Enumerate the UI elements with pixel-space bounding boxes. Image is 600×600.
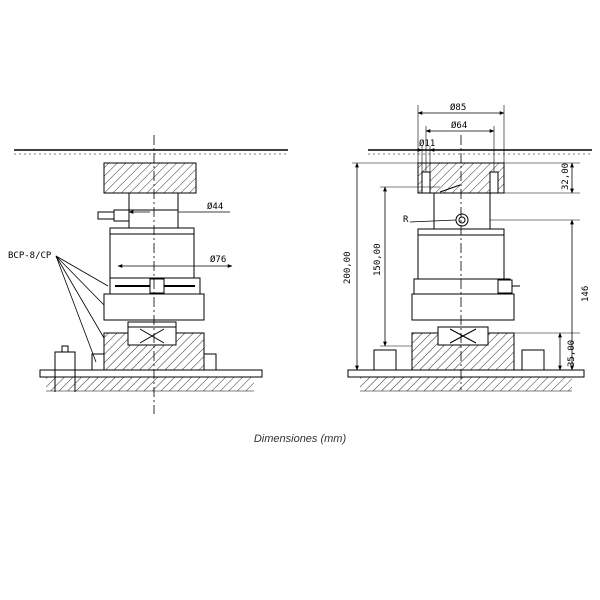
left-upper-neck xyxy=(128,209,179,229)
caption: Dimensiones (mm) xyxy=(253,433,347,445)
left-load-button xyxy=(128,192,179,211)
left-top-plate xyxy=(103,162,197,194)
dim-146-label: 146 xyxy=(581,286,591,302)
dim-44-label: Ø44 xyxy=(207,201,223,212)
left-ground-plate xyxy=(39,369,263,378)
right-ground-plate xyxy=(347,369,585,378)
right-view xyxy=(347,105,592,392)
right-clamp-ring xyxy=(413,278,511,295)
radius-label: R xyxy=(403,215,409,225)
left-view xyxy=(14,135,288,414)
dim-76-label: Ø76 xyxy=(210,254,226,265)
left-cable-gland xyxy=(97,211,115,220)
left-anchor-bolt xyxy=(54,351,76,371)
dim-35-label: 35,00 xyxy=(567,340,577,367)
dim-11-label: Ø11 xyxy=(419,138,435,149)
right-loadcell-body xyxy=(417,228,505,280)
left-clamp-screw xyxy=(149,278,165,294)
dim-200-label: 200,00 xyxy=(343,251,353,284)
dim-64-label: Ø64 xyxy=(451,120,467,131)
left-loadcell-body xyxy=(109,227,195,279)
right-radius-ball xyxy=(455,213,469,227)
dim-32-label: 32,00 xyxy=(561,163,571,190)
dim-85-label: Ø85 xyxy=(450,102,466,113)
left-floor xyxy=(46,377,254,391)
right-floor xyxy=(360,377,572,391)
part-label-bcp: BCP-8/CP xyxy=(8,251,52,261)
right-base-housing xyxy=(411,293,515,321)
dim-150-label: 150,00 xyxy=(373,243,383,276)
